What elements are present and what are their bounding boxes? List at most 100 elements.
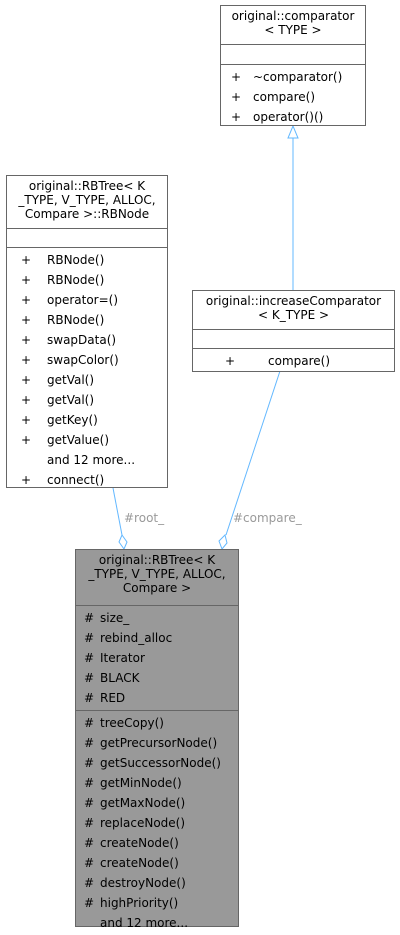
visibility-marker: + xyxy=(21,373,32,387)
method-section: +RBNode()+RBNode()+operator=()+RBNode()+… xyxy=(7,247,167,492)
method-name: compare() xyxy=(253,90,316,104)
method-name: getMinNode() xyxy=(100,776,182,790)
class-title-line: original::comparator xyxy=(231,9,355,23)
visibility-marker: # xyxy=(84,756,95,770)
method-row[interactable]: # createNode() xyxy=(76,853,238,873)
method-name: and 12 more... xyxy=(100,916,189,930)
method-row[interactable]: + getValue() xyxy=(7,430,167,450)
attribute-section xyxy=(221,44,365,64)
method-row[interactable]: + swapData() xyxy=(7,330,167,350)
visibility-marker: # xyxy=(84,716,95,730)
visibility-marker: # xyxy=(84,631,95,645)
attribute-row[interactable]: # RED xyxy=(76,688,238,708)
method-section: + ~comparator() +compare()+operator()() xyxy=(221,64,365,129)
method-row[interactable]: + connect() xyxy=(7,470,167,490)
method-row[interactable]: +compare() xyxy=(193,351,394,371)
class-box-rbnode[interactable]: original::RBTree< K _TYPE, V_TYPE, ALLOC… xyxy=(6,175,168,488)
method-row[interactable]: +getKey() xyxy=(7,410,167,430)
method-name: connect() xyxy=(47,473,105,487)
method-name: getValue() xyxy=(47,433,110,447)
visibility-marker: + xyxy=(21,333,32,347)
method-row[interactable]: #replaceNode() xyxy=(76,813,238,833)
class-title-line: < TYPE > xyxy=(264,23,322,37)
method-row[interactable]: # createNode() xyxy=(76,833,238,853)
method-row[interactable]: and 12 more... xyxy=(76,913,238,933)
method-name: replaceNode() xyxy=(100,816,186,830)
attribute-name: RED xyxy=(100,691,126,705)
method-name: ~comparator() xyxy=(253,70,343,84)
method-name: createNode() xyxy=(100,856,179,870)
class-title-line: _TYPE, V_TYPE, ALLOC, xyxy=(18,193,156,207)
method-name: destroyNode() xyxy=(100,876,186,890)
method-row[interactable]: + ~comparator() xyxy=(221,67,365,87)
attribute-row[interactable]: #BLACK xyxy=(76,668,238,688)
class-title-line: < K_TYPE > xyxy=(257,308,330,322)
method-row[interactable]: +RBNode() xyxy=(7,250,167,270)
method-name: createNode() xyxy=(100,836,179,850)
method-name: getMaxNode() xyxy=(100,796,186,810)
attribute-row[interactable]: # rebind_alloc xyxy=(76,628,238,648)
method-row[interactable]: #getSuccessorNode() xyxy=(76,753,238,773)
visibility-marker: + xyxy=(21,473,32,487)
method-section: +compare() xyxy=(193,348,394,373)
method-row[interactable]: +swapColor() xyxy=(7,350,167,370)
method-row[interactable]: #getMaxNode() xyxy=(76,793,238,813)
root-edge-label: #root_ xyxy=(124,511,165,525)
visibility-marker: # xyxy=(84,876,95,890)
method-row[interactable]: # destroyNode() xyxy=(76,873,238,893)
root-edge xyxy=(112,487,123,536)
method-name: treeCopy() xyxy=(100,716,164,730)
visibility-marker: + xyxy=(21,293,32,307)
method-row[interactable]: +operator=() xyxy=(7,290,167,310)
attribute-name: Iterator xyxy=(100,651,145,665)
method-name: swapData() xyxy=(47,333,117,347)
method-row[interactable]: +operator()() xyxy=(221,107,365,127)
method-row[interactable]: +RBNode() xyxy=(7,310,167,330)
method-row[interactable]: + RBNode() xyxy=(7,270,167,290)
class-title-line: original::RBTree< K xyxy=(28,179,146,193)
attribute-row[interactable]: #Iterator xyxy=(76,648,238,668)
visibility-marker: # xyxy=(84,856,95,870)
method-name: getVal() xyxy=(47,373,95,387)
method-name: operator()() xyxy=(253,110,324,124)
class-title-line: Compare > xyxy=(122,581,192,595)
class-title-line: original::increaseComparator xyxy=(205,294,382,308)
compare-aggregation-diamond xyxy=(218,534,228,550)
method-name: and 12 more... xyxy=(47,453,136,467)
method-row[interactable]: + getVal() xyxy=(7,370,167,390)
method-name: getPrecursorNode() xyxy=(100,736,218,750)
class-title: original::increaseComparator < K_TYPE > xyxy=(193,291,394,329)
method-name: getVal() xyxy=(47,393,95,407)
compare-edge-label: #compare_ xyxy=(233,511,302,525)
visibility-marker: + xyxy=(21,253,32,267)
visibility-marker: + xyxy=(21,393,32,407)
method-row[interactable]: +compare() xyxy=(221,87,365,107)
method-row[interactable]: #highPriority() xyxy=(76,893,238,913)
class-box-rbtree[interactable]: original::RBTree< K _TYPE, V_TYPE, ALLOC… xyxy=(75,549,239,930)
class-box-comparator[interactable]: original::comparator < TYPE > + ~comparat… xyxy=(220,5,366,126)
method-row[interactable]: #getMinNode() xyxy=(76,773,238,793)
visibility-marker: # xyxy=(84,736,95,750)
visibility-marker: # xyxy=(84,671,95,685)
attribute-section xyxy=(193,329,394,348)
method-row[interactable]: # getPrecursorNode() xyxy=(76,733,238,753)
attribute-section xyxy=(7,228,167,247)
method-row[interactable]: and 12 more... xyxy=(7,450,167,470)
visibility-marker: # xyxy=(84,836,95,850)
attribute-row[interactable]: #size_ xyxy=(76,608,238,628)
method-row[interactable]: + getVal() xyxy=(7,390,167,410)
root-aggregation-diamond xyxy=(118,533,128,551)
visibility-marker: + xyxy=(225,354,236,368)
visibility-marker: + xyxy=(231,70,242,84)
compare-edge xyxy=(225,370,281,536)
class-box-increase-comparator[interactable]: original::increaseComparator < K_TYPE > … xyxy=(192,290,395,372)
attribute-name: rebind_alloc xyxy=(100,631,173,645)
class-title: original::RBTree< K _TYPE, V_TYPE, ALLOC… xyxy=(7,176,167,228)
visibility-marker: + xyxy=(21,433,32,447)
visibility-marker: + xyxy=(21,273,32,287)
method-row[interactable]: # treeCopy() xyxy=(76,713,238,733)
method-name: RBNode() xyxy=(47,273,105,287)
class-title-line: original::RBTree< K xyxy=(98,553,216,567)
visibility-marker: # xyxy=(84,691,95,705)
